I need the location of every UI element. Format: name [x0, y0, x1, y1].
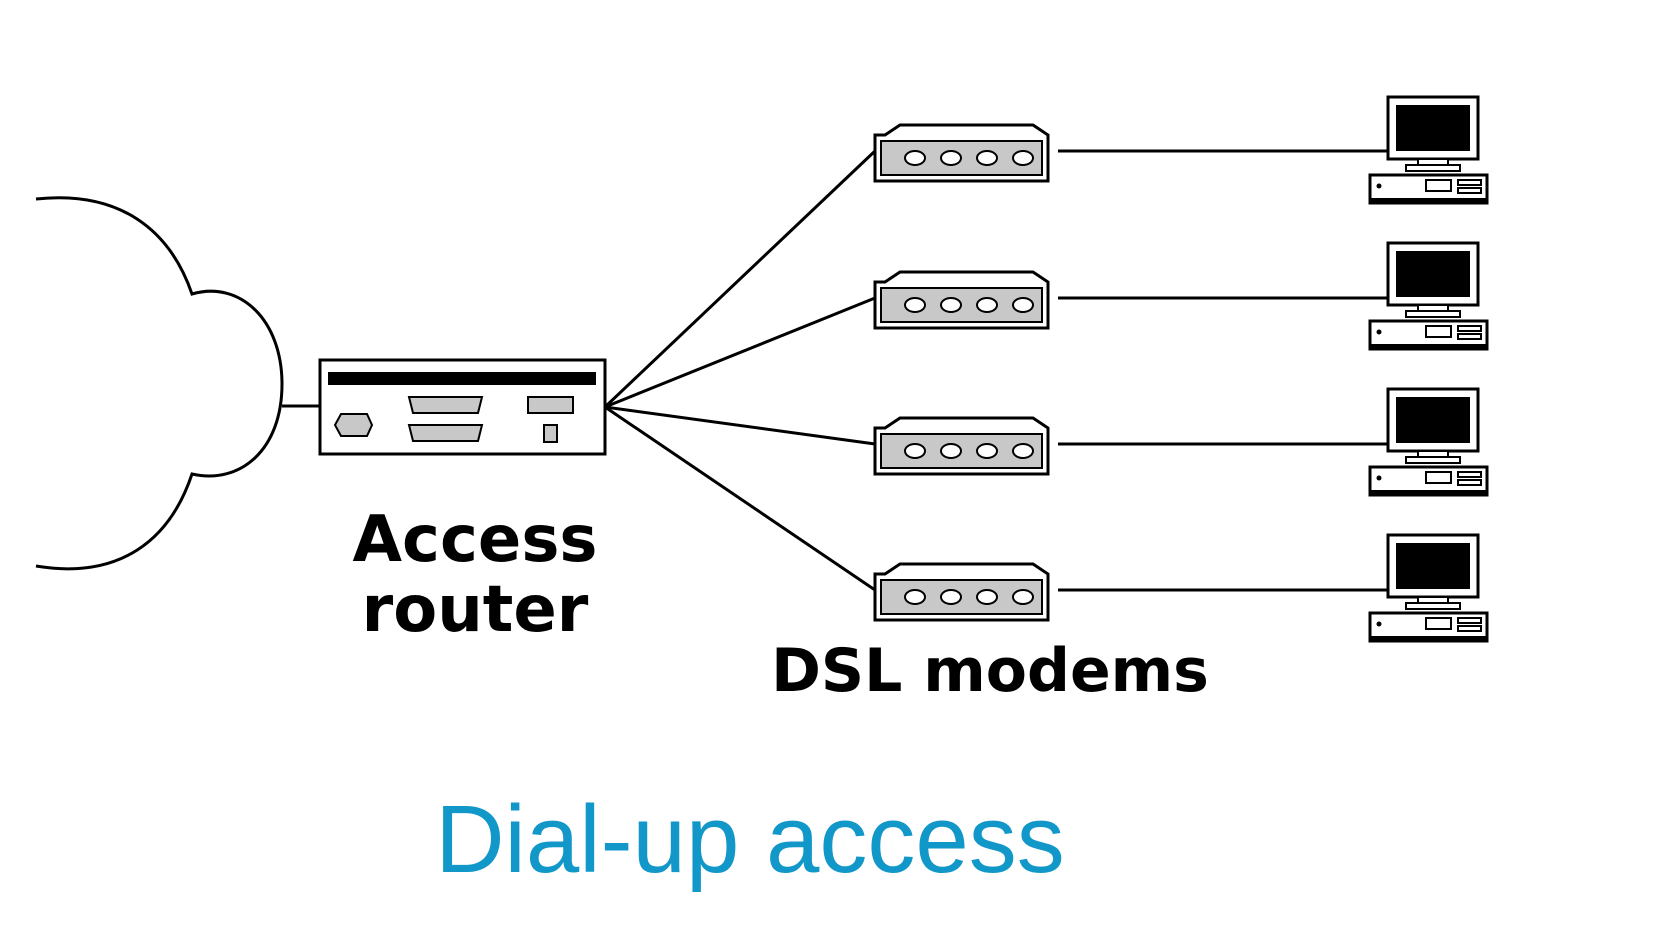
computer-1	[1368, 95, 1489, 205]
dsl-modem-1	[873, 123, 1050, 183]
router-modem-link-4	[604, 405, 876, 592]
router-modem-link-2	[604, 296, 876, 409]
router-modem-link-1	[603, 149, 877, 409]
router-modem-link-3	[604, 405, 876, 446]
access-router-label-line-2: router	[361, 573, 589, 647]
cloud-icon	[35, 196, 284, 571]
computer-3	[1368, 387, 1489, 497]
dsl-modems-label: DSL modems	[771, 636, 1209, 706]
access-router-icon	[318, 358, 607, 456]
dsl-modem-4	[873, 562, 1050, 622]
dsl-modem-2	[873, 270, 1050, 330]
computer-2	[1368, 241, 1489, 351]
dsl-modem-3	[873, 416, 1050, 476]
access-router-label-line-1: Access	[352, 503, 598, 577]
computer-4	[1368, 533, 1489, 643]
diagram-title: Dial-up access	[435, 786, 1065, 893]
access-router-label: Access router	[310, 505, 640, 645]
